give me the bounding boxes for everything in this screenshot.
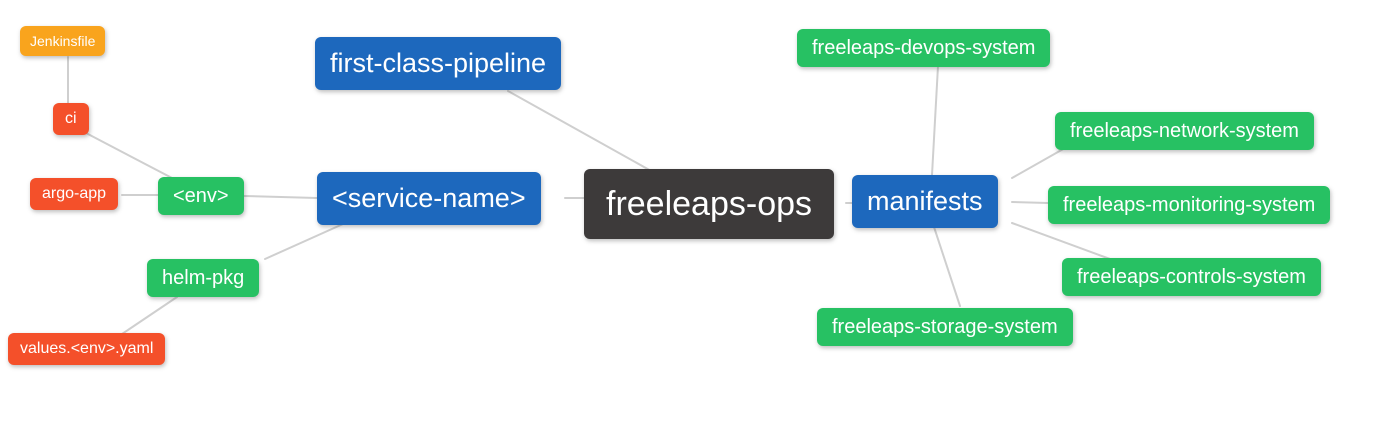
edge-manifests-monitoring-system — [1011, 201, 1049, 204]
node-ci[interactable]: ci — [53, 103, 89, 135]
node-freeleaps-storage-system[interactable]: freeleaps-storage-system — [817, 308, 1073, 346]
edge-manifests-storage-system — [933, 226, 961, 307]
node-freeleaps-devops-system[interactable]: freeleaps-devops-system — [797, 29, 1051, 67]
node-freeleaps-monitoring-system[interactable]: freeleaps-monitoring-system — [1048, 186, 1331, 224]
node-jenkinsfile[interactable]: Jenkinsfile — [20, 26, 106, 56]
node-values-env-yaml[interactable]: values.<env>.yaml — [8, 333, 166, 365]
node-env[interactable]: <env> — [158, 177, 244, 215]
node-freeleaps-controls-system[interactable]: freeleaps-controls-system — [1062, 258, 1321, 296]
node-manifests[interactable]: manifests — [852, 175, 998, 228]
node-freeleaps-network-system[interactable]: freeleaps-network-system — [1055, 112, 1314, 150]
node-first-class-pipeline[interactable]: first-class-pipeline — [315, 37, 562, 90]
node-freeleaps-ops[interactable]: freeleaps-ops — [584, 169, 835, 239]
edge-manifests-devops-system — [931, 65, 939, 176]
edge-values-helm-pkg — [121, 296, 178, 335]
node-service-name[interactable]: <service-name> — [317, 172, 541, 225]
edge-manifests-controls-system — [1011, 222, 1111, 260]
edge-first-class-pipeline-ops — [507, 90, 654, 173]
node-argo-app[interactable]: argo-app — [30, 178, 119, 210]
edge-helm-pkg-service-name — [264, 223, 344, 260]
edge-env-service-name — [243, 195, 318, 199]
edge-ci-env — [85, 132, 173, 179]
node-helm-pkg[interactable]: helm-pkg — [147, 259, 260, 297]
edge-manifests-network-system — [1011, 147, 1066, 179]
